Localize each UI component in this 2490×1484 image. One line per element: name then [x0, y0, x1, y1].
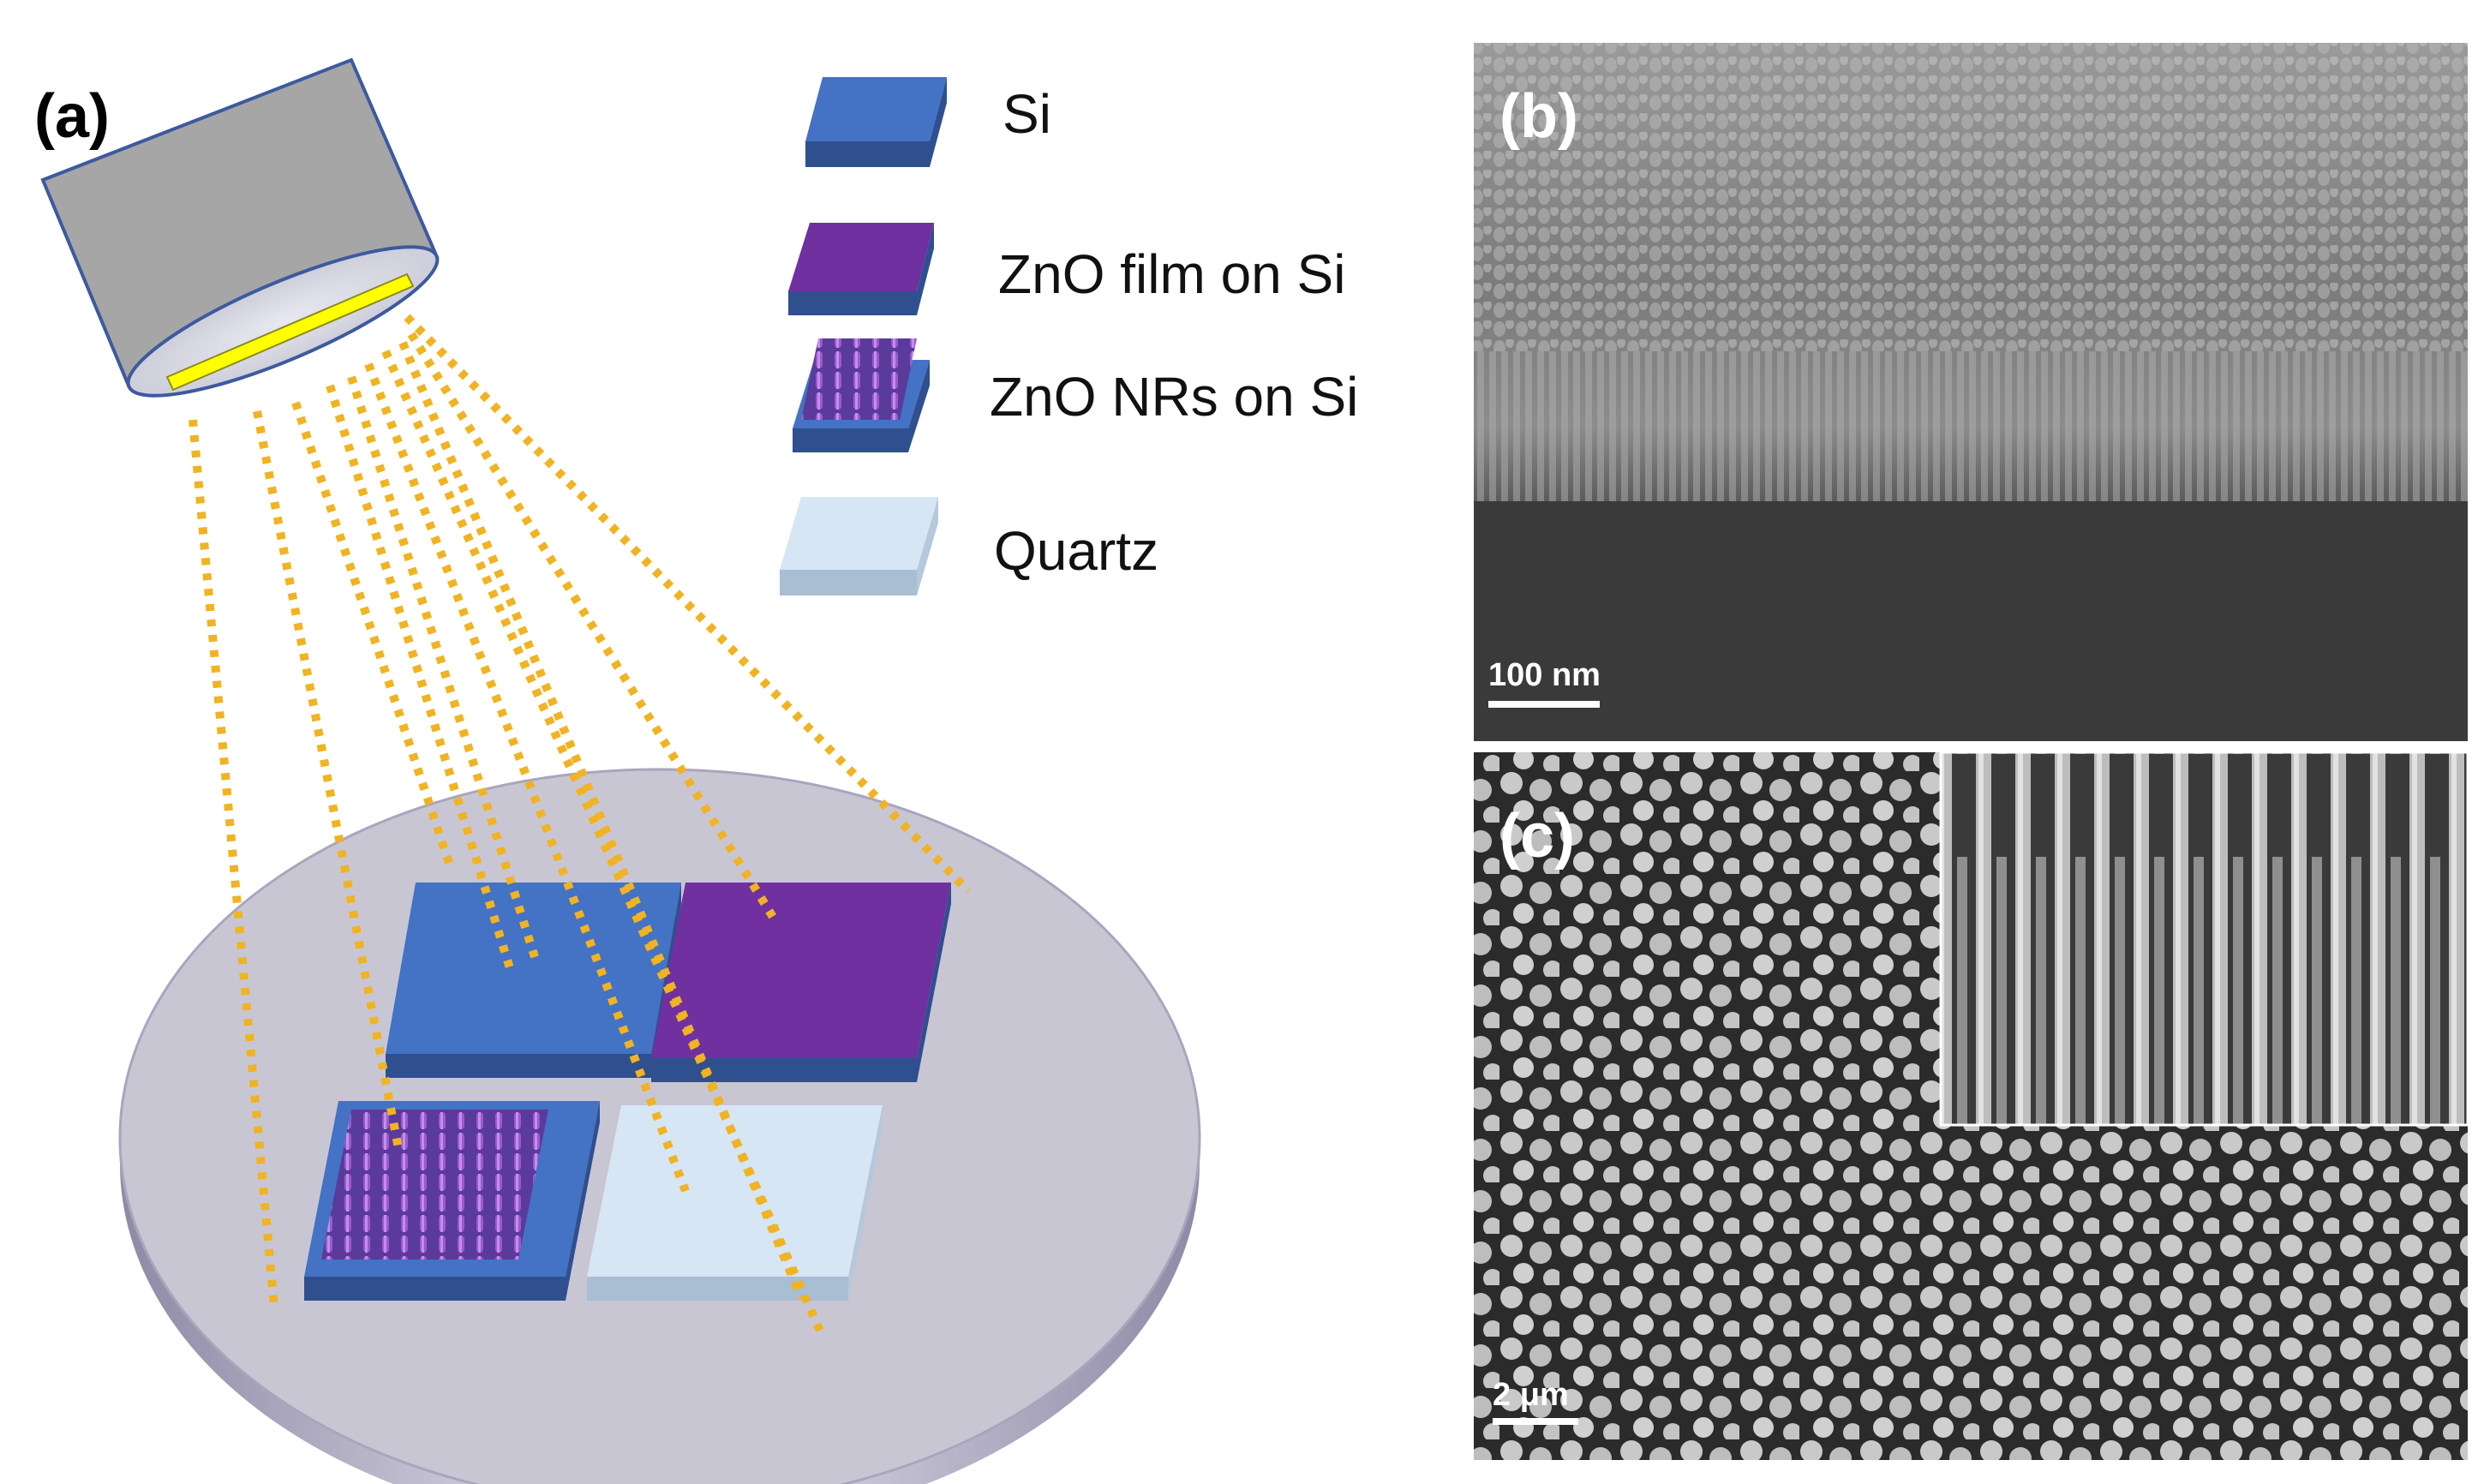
sem-c-inset-image [1941, 752, 2468, 1125]
legend-quartz-label: Quartz [994, 520, 1158, 582]
scale-bar-c [1493, 1418, 1578, 1425]
beam-line [347, 375, 540, 961]
legend-quartz-swatch [780, 497, 938, 595]
legend-si-label: Si [1003, 83, 1051, 145]
panel-a: (a) [34, 57, 1358, 1484]
beam-line [189, 419, 278, 1307]
panel-c: (c) 2 μm [1474, 751, 2469, 1460]
lamp-face [126, 245, 440, 398]
sample-zno-film [651, 883, 951, 1082]
panel-b-label: (b) [1499, 82, 1578, 151]
beam-line [253, 410, 403, 1149]
sample-quartz [587, 1105, 883, 1301]
legend-zno-film-label: ZnO film on Si [998, 243, 1345, 305]
beam-line [404, 314, 972, 895]
panel-c-label: (c) [1499, 802, 1575, 871]
light-beams [189, 314, 972, 1339]
scale-bar-b [1488, 701, 1600, 708]
panel-b: (b) 100 nm [1474, 43, 2468, 741]
beam-line [407, 332, 780, 924]
legend: Si ZnO film on Si ZnO NRs on Si Quartz [780, 77, 1358, 595]
sample-zno-nrs [304, 1101, 600, 1301]
legend-zno-film-swatch [788, 223, 934, 315]
sem-b-nanorod-cross-section [1474, 351, 2468, 501]
legend-zno-nrs-label: ZnO NRs on Si [990, 366, 1358, 428]
beam-line [291, 401, 454, 867]
legend-zno-nrs-swatch [793, 338, 930, 452]
legend-si-swatch [805, 77, 947, 167]
lamp-slit [165, 272, 415, 392]
sem-b-surface [1474, 43, 2468, 351]
sem-b-substrate [1474, 501, 2468, 741]
beam-line [398, 341, 805, 1300]
scale-bar-c-label: 2 μm [1493, 1377, 1569, 1413]
sample-si [386, 883, 681, 1078]
sem-c-inset [1939, 751, 2469, 1127]
scale-bar-b-label: 100 nm [1488, 657, 1601, 693]
panel-a-label: (a) [34, 82, 110, 151]
lamp [40, 57, 440, 398]
